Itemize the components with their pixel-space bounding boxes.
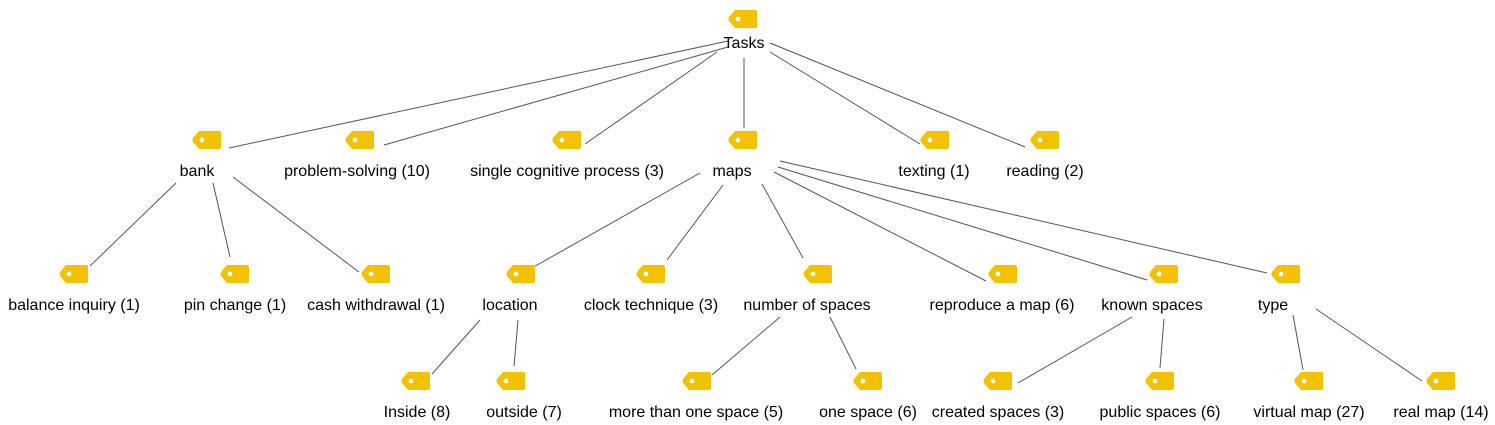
node-label-texting: texting (1) (898, 163, 970, 180)
edge-type-virtual_map (1292, 314, 1304, 371)
tag-icon (401, 372, 430, 390)
node-label-real-map: real map (14) (1393, 404, 1489, 421)
node-label-bank: bank (179, 163, 215, 180)
edge-bank-balance_inquiry (89, 182, 177, 267)
tag-icon (682, 372, 711, 390)
edge-maps-reproduce_map (773, 171, 987, 282)
node-label-created-spaces: created spaces (3) (931, 404, 1065, 421)
tag-icon (361, 265, 390, 283)
tag-icon (552, 131, 581, 149)
node-label-tasks: Tasks (723, 35, 765, 52)
edge-number_of_spaces-one_space (829, 316, 857, 370)
node-label-location: location (482, 297, 538, 314)
edge-bank-cash_withdrawal (232, 176, 360, 273)
tag-icon (220, 265, 249, 283)
tag-icon (1030, 131, 1059, 149)
node-label-inside: Inside (8) (383, 404, 451, 421)
node-label-maps: maps (712, 163, 752, 180)
edge-maps-type (779, 160, 1268, 274)
tag-icon (1294, 372, 1323, 390)
tag-icon (1145, 372, 1174, 390)
node-label-balance-inquiry: balance inquiry (1) (8, 297, 140, 314)
edge-maps-number_of_spaces (761, 183, 804, 259)
edge-known_spaces-public_spaces (1159, 318, 1165, 369)
edge-tasks-reading (769, 42, 1026, 148)
edge-maps-location (522, 172, 701, 274)
tag-icon (192, 131, 221, 149)
tag-icon (920, 131, 949, 149)
edge-known_spaces-created_spaces (1017, 316, 1133, 384)
tag-icon (59, 265, 88, 283)
edge-location-inside (431, 319, 481, 375)
tag-icon (1426, 372, 1455, 390)
node-label-cash-withdrawal: cash withdrawal (1) (307, 297, 445, 314)
tag-icon (853, 372, 882, 390)
node-label-problem-solving: problem-solving (10) (284, 163, 430, 180)
node-label-single-cognitive: single cognitive process (3) (470, 163, 664, 180)
tag-icon (983, 372, 1012, 390)
edge-tasks-single_cognitive (584, 51, 718, 145)
tag-icon (728, 10, 757, 28)
tag-icon (988, 265, 1017, 283)
tag-icon (345, 131, 374, 149)
node-label-virtual-map: virtual map (27) (1253, 404, 1365, 421)
edge-number_of_spaces-more_than_one (711, 316, 781, 376)
edge-type-real_map (1315, 308, 1423, 382)
edge-tasks-texting (769, 51, 921, 145)
node-label-outside: outside (7) (486, 404, 562, 421)
tag-icon (1271, 265, 1300, 283)
tag-icon (803, 265, 832, 283)
tag-icon (496, 372, 525, 390)
node-label-public-spaces: public spaces (6) (1099, 404, 1221, 421)
tag-icon (1149, 265, 1178, 283)
node-label-type: type (1257, 297, 1289, 314)
edge-maps-known_spaces (777, 166, 1148, 281)
edge-location-outside (513, 319, 519, 367)
tag-icon (636, 265, 665, 283)
tag-icon (728, 131, 757, 149)
node-label-pin-change: pin change (1) (183, 297, 287, 314)
edge-tasks-bank (228, 40, 729, 149)
edge-tasks-problem_solving (383, 46, 729, 146)
edge-maps-clock_technique (666, 184, 724, 261)
node-label-reproduce-map: reproduce a map (6) (929, 297, 1075, 314)
node-label-more-than-one: more than one space (5) (608, 404, 784, 421)
edge-bank-pin_change (212, 182, 231, 258)
node-label-one-space: one space (6) (819, 404, 917, 421)
tag-icon (506, 265, 535, 283)
node-label-reading: reading (2) (1006, 163, 1084, 180)
node-label-number-of-spaces: number of spaces (743, 297, 871, 314)
node-label-known-spaces: known spaces (1101, 297, 1203, 314)
node-label-clock-technique: clock technique (3) (583, 297, 719, 314)
